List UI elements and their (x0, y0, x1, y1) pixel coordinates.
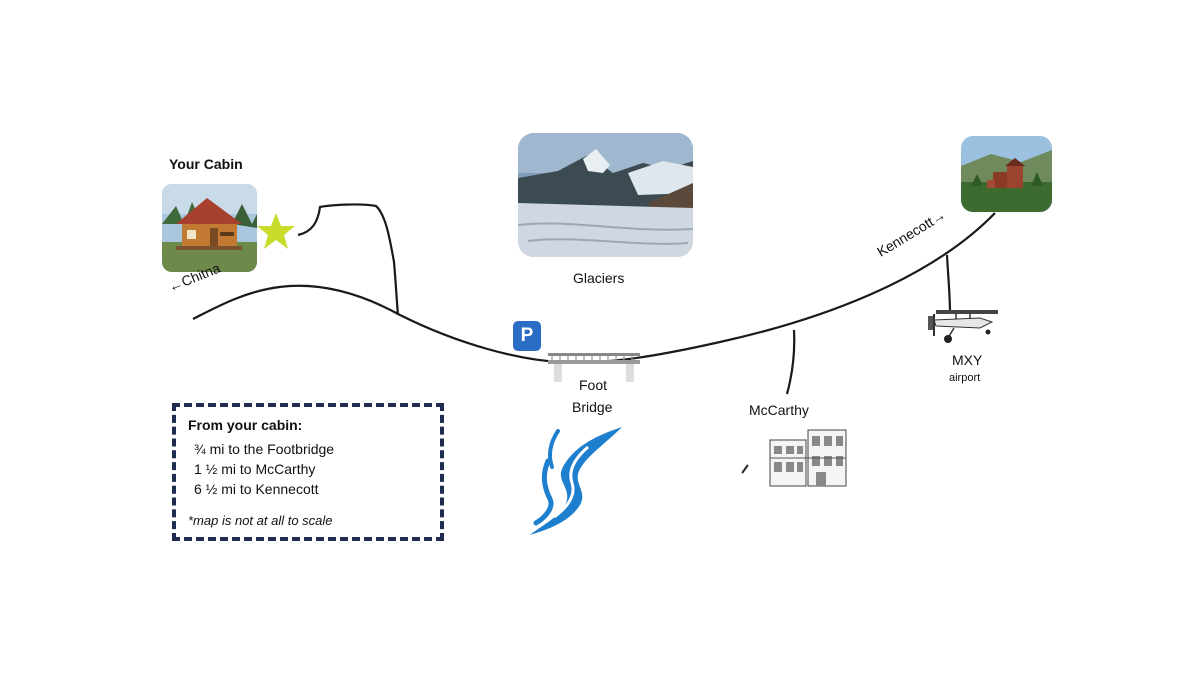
distance-info-box: From your cabin: ¾ mi to the Footbridge … (172, 403, 444, 541)
kennecott-photo (961, 136, 1052, 212)
footbridge-icon (548, 353, 640, 382)
airport-code: MXY (952, 352, 983, 368)
distance-mccarthy: 1 ½ mi to McCarthy (194, 461, 316, 477)
distance-kennecott: 6 ½ mi to Kennecott (194, 481, 319, 497)
airplane-icon (928, 310, 998, 343)
town-buildings-icon (769, 429, 847, 487)
footbridge-label-line2: Bridge (572, 399, 613, 415)
glaciers-photo (518, 133, 693, 257)
cabin-photo (162, 184, 257, 272)
info-box-heading: From your cabin: (188, 417, 303, 433)
mccarthy-road (785, 329, 796, 395)
airport-road (945, 254, 952, 314)
distance-footbridge: ¾ mi to the Footbridge (194, 441, 335, 457)
footbridge-label-line1: Foot (579, 377, 608, 393)
scale-note: *map is not at all to scale (188, 513, 333, 528)
star-icon (257, 213, 295, 249)
cabin-title: Your Cabin (169, 156, 243, 172)
mccarthy-label: McCarthy (749, 402, 809, 418)
river-icon (530, 427, 622, 535)
airport-label: airport (949, 372, 981, 384)
glaciers-label: Glaciers (573, 270, 625, 286)
cabin-road (297, 203, 400, 316)
parking-symbol: P (520, 325, 534, 346)
parking-icon: P (513, 321, 541, 351)
